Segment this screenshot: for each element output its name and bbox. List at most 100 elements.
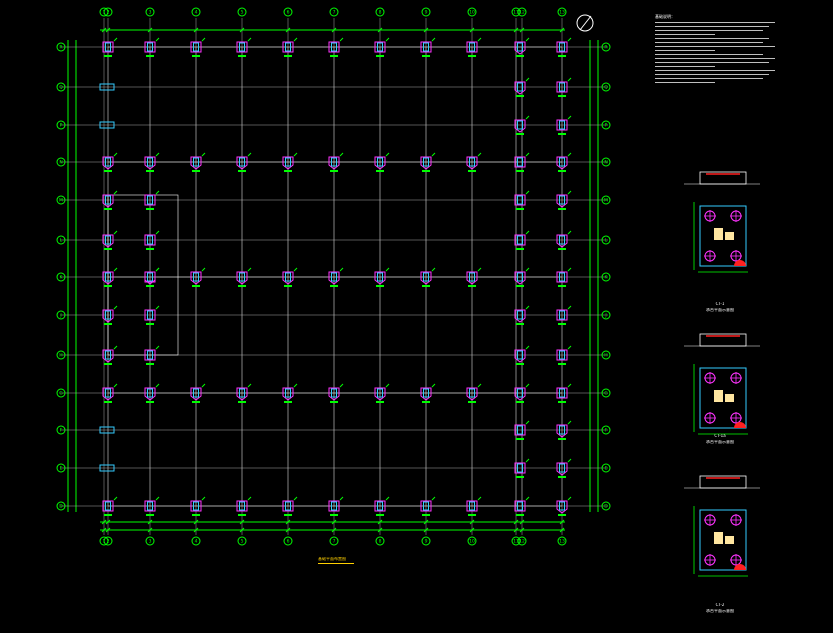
column-outline: [517, 463, 523, 473]
leader-line: [155, 267, 160, 272]
axis-bubble: [99, 536, 109, 546]
axis-bubble: [375, 7, 385, 17]
cap-label-mark: [104, 55, 112, 57]
leader-line: [113, 496, 118, 501]
cap-label-mark: [104, 208, 112, 210]
cap-outline: [328, 156, 340, 170]
cap-outline: [556, 271, 568, 283]
cap-outline: [556, 500, 568, 514]
cap-outline: [282, 41, 294, 53]
pile-cap: [328, 267, 344, 287]
column-pad: [725, 394, 734, 402]
axis-bubble: [56, 82, 66, 92]
pile-cap: [514, 458, 530, 478]
cap-label-mark: [146, 248, 154, 250]
cap-outline: [514, 424, 526, 436]
cap-outline: [374, 387, 386, 401]
axis-bubble-label: K: [60, 275, 64, 281]
cap-outline: [556, 387, 568, 399]
axis-bubble-label: G: [604, 391, 608, 397]
cap-label-mark: [376, 514, 384, 516]
cap-label-mark: [468, 170, 476, 172]
cap-label-mark: [422, 514, 430, 516]
leader-line: [113, 305, 118, 310]
note-line: [655, 34, 715, 35]
dimension-tick: [377, 527, 383, 533]
detail-section: [684, 333, 760, 435]
leader-line: [385, 267, 390, 272]
note-line: [655, 54, 763, 55]
dimension-tick: [519, 27, 525, 33]
column-outline: [469, 157, 475, 167]
cap-outline: [282, 500, 294, 512]
pile-cap: [190, 267, 206, 287]
column-outline: [559, 157, 565, 167]
column-outline: [147, 235, 153, 245]
pile-cap: [144, 267, 160, 287]
cap-outline: [102, 309, 114, 323]
cap-label-mark: [146, 323, 154, 325]
cap-label-mark: [516, 208, 524, 210]
north-arrow-icon: [576, 14, 594, 32]
column-outline: [559, 195, 565, 205]
cap-outline: [144, 387, 156, 401]
cap-outline: [556, 424, 568, 438]
column-outline: [193, 388, 199, 398]
column-outline: [517, 120, 523, 130]
pile-cap: [282, 383, 298, 403]
cap-outline: [236, 41, 248, 53]
pile-cap: [420, 37, 436, 57]
cap-label-mark: [146, 170, 154, 172]
cap-outline: [556, 41, 568, 53]
leader-line: [293, 496, 298, 501]
axis-bubble: [601, 272, 611, 282]
leader-line: [431, 496, 436, 501]
pile-cap: [144, 305, 160, 325]
cap-outline: [144, 41, 156, 53]
cap-outline: [190, 156, 202, 170]
cap-outline: [514, 309, 526, 323]
pile-cap: [102, 383, 118, 403]
axis-bubble-label: R: [59, 45, 62, 51]
column-outline: [285, 501, 291, 511]
axis-bubble-label: 9: [425, 539, 428, 545]
column-outline: [559, 310, 565, 320]
cap-outline: [190, 387, 202, 401]
pile-cap: [102, 305, 118, 325]
leader-line: [567, 37, 572, 42]
cap-outline: [514, 156, 526, 168]
notes-body: [655, 22, 785, 83]
cap-outline: [190, 500, 202, 512]
leader-line: [339, 267, 344, 272]
axis-bubble-label: F: [60, 428, 63, 434]
axis-bubble-label: Q: [604, 85, 608, 91]
axis-bubble-label: D: [59, 504, 63, 510]
column-outline: [193, 157, 199, 167]
cap-outline: [374, 156, 386, 170]
cap-outline: [236, 271, 248, 285]
dimension-tick: [519, 519, 525, 525]
cap-outline: [190, 41, 202, 53]
pile-cap: [420, 152, 436, 172]
axis-bubble: [421, 7, 431, 17]
dimension-tick: [469, 527, 475, 533]
pile-cap: [328, 152, 344, 172]
dimension-tick: [193, 527, 199, 533]
cap-label-mark: [516, 514, 524, 516]
column-outline: [559, 120, 565, 130]
cap-label-mark: [330, 170, 338, 172]
cap-label-mark: [104, 170, 112, 172]
cap-label-mark: [104, 323, 112, 325]
leader-line: [113, 383, 118, 388]
pile-cap: [282, 37, 298, 57]
column-outline: [469, 42, 475, 52]
dimension-tick: [559, 27, 565, 33]
dimension-tick: [147, 519, 153, 525]
axis-bubble: [56, 350, 66, 360]
corner-mark: [734, 564, 746, 570]
column-outline: [559, 235, 565, 245]
axis-bubble: [56, 501, 66, 511]
axis-bubble: [601, 195, 611, 205]
wall-footing: [99, 426, 115, 434]
